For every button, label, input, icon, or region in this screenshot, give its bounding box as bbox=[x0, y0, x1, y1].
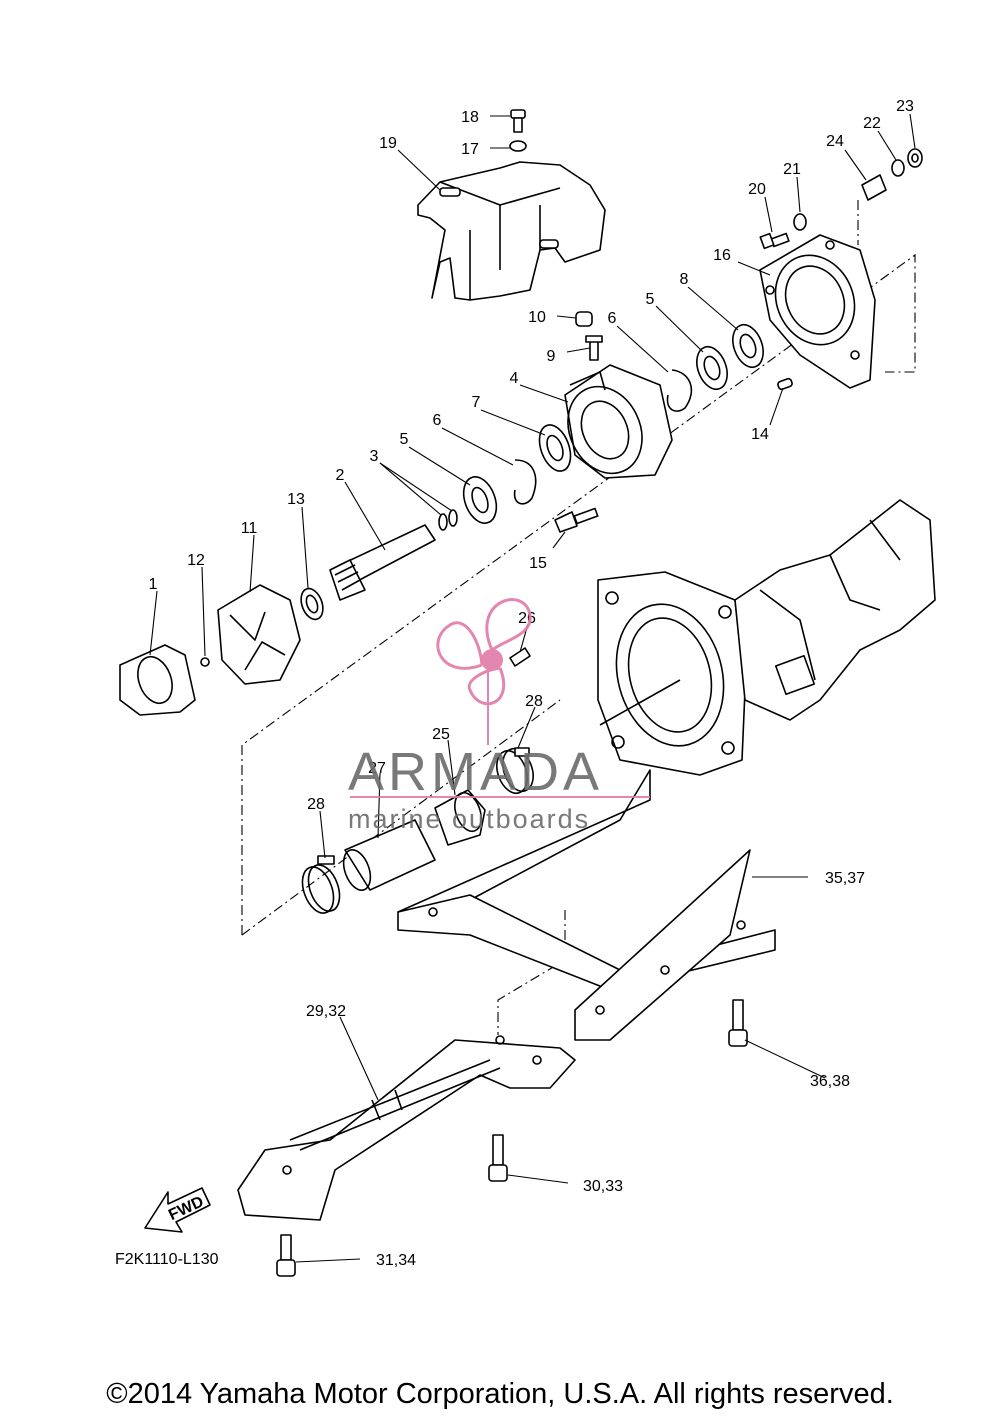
part-21-washer bbox=[793, 213, 807, 231]
part-22-washer bbox=[891, 159, 905, 177]
callout-c21: 21 bbox=[783, 161, 801, 178]
callout-c8: 8 bbox=[680, 271, 689, 288]
callout-c10: 10 bbox=[528, 309, 546, 326]
part-27-hose bbox=[342, 819, 436, 891]
callout-c28b: 28 bbox=[307, 796, 325, 813]
part-1-damper bbox=[119, 644, 196, 716]
part-15-bolt bbox=[554, 507, 599, 533]
copyright-notice: ©2014 Yamaha Motor Corporation, U.S.A. A… bbox=[106, 1378, 894, 1410]
callout-c5b: 5 bbox=[400, 431, 409, 448]
part-18-bolt bbox=[510, 109, 526, 133]
callout-c11: 11 bbox=[241, 520, 258, 537]
part-19-duct-cover bbox=[417, 161, 606, 301]
callout-c15: 15 bbox=[529, 555, 547, 572]
part-11-coupling bbox=[217, 584, 301, 685]
callout-c28a: 28 bbox=[525, 693, 543, 710]
callout-c22: 22 bbox=[863, 115, 881, 132]
part-36-38-bolt bbox=[728, 999, 748, 1047]
part-6-circlip-upper bbox=[666, 369, 693, 412]
callout-c7: 7 bbox=[472, 394, 481, 411]
callout-c27: 27 bbox=[368, 760, 386, 777]
callout-c3134: 31,34 bbox=[376, 1252, 416, 1269]
part-3-o-rings bbox=[438, 509, 458, 531]
callout-c3033: 30,33 bbox=[583, 1178, 623, 1195]
part-5-bearing-lower bbox=[462, 476, 498, 524]
part-12-pin bbox=[200, 657, 210, 667]
part-29-32-lower-mount bbox=[237, 1035, 576, 1221]
callout-c24: 24 bbox=[826, 133, 844, 150]
callout-c26: 26 bbox=[518, 610, 536, 627]
callout-c3: 3 bbox=[370, 448, 379, 465]
part-16-housing bbox=[759, 234, 876, 389]
part-23-nut bbox=[907, 148, 923, 168]
callout-c19: 19 bbox=[379, 135, 397, 152]
callout-c16: 16 bbox=[713, 247, 731, 264]
part-31-34-bolt bbox=[276, 1234, 296, 1277]
part-6-circlip-lower bbox=[513, 459, 537, 505]
part-8-bearing bbox=[732, 323, 764, 369]
callout-c18: 18 bbox=[461, 109, 479, 126]
part-35-37-engine-mount bbox=[397, 769, 776, 1041]
callout-c13: 13 bbox=[287, 491, 305, 508]
callout-c6b: 6 bbox=[433, 412, 442, 429]
part-28-clamp-lower bbox=[301, 855, 341, 914]
part-30-33-bolt bbox=[488, 1134, 508, 1182]
part-7-seal bbox=[538, 424, 572, 472]
callout-c23: 23 bbox=[896, 98, 914, 115]
diagram-code: F2K1110-L130 bbox=[115, 1251, 219, 1268]
callout-c2: 2 bbox=[336, 467, 345, 484]
callout-c3537: 35,37 bbox=[825, 870, 865, 887]
fwd-arrow: FWD bbox=[144, 1187, 211, 1233]
callout-c9: 9 bbox=[547, 348, 556, 365]
part-5-bearing-upper bbox=[696, 345, 728, 391]
watermark-logo: ARMADA marine outboards bbox=[348, 598, 650, 834]
callout-c12: 12 bbox=[187, 552, 205, 569]
part-14-pin bbox=[777, 377, 793, 391]
callout-c3638: 36,38 bbox=[810, 1073, 850, 1090]
part-17-washer bbox=[509, 140, 527, 152]
part-9-grease-nipple bbox=[585, 335, 603, 361]
part-20-bolt bbox=[759, 232, 790, 250]
callout-c17: 17 bbox=[461, 141, 479, 158]
watermark-brand: ARMADA bbox=[348, 742, 603, 802]
part-25-hose-fitting bbox=[434, 789, 486, 846]
callout-c5a: 5 bbox=[646, 291, 655, 308]
engine-block bbox=[597, 499, 936, 776]
part-28-clamp-upper bbox=[496, 747, 534, 795]
callout-c1: 1 bbox=[149, 576, 158, 593]
assembly-outline bbox=[241, 200, 916, 1035]
callout-c2932: 29,32 bbox=[306, 1003, 346, 1020]
callout-c20: 20 bbox=[748, 181, 766, 198]
callout-c4: 4 bbox=[510, 370, 519, 387]
part-2-drive-shaft bbox=[329, 524, 436, 601]
part-4-bearing-housing bbox=[564, 364, 673, 479]
propeller-icon bbox=[436, 598, 532, 745]
part-24-bracket bbox=[861, 174, 887, 201]
part-13-ring bbox=[300, 587, 324, 621]
part-10-cap bbox=[575, 311, 593, 327]
watermark-tagline: marine outboards bbox=[348, 804, 590, 834]
callout-c14: 14 bbox=[751, 426, 769, 443]
leader-lines bbox=[149, 113, 916, 1263]
callout-c25: 25 bbox=[432, 726, 450, 743]
callout-c6a: 6 bbox=[608, 310, 617, 327]
